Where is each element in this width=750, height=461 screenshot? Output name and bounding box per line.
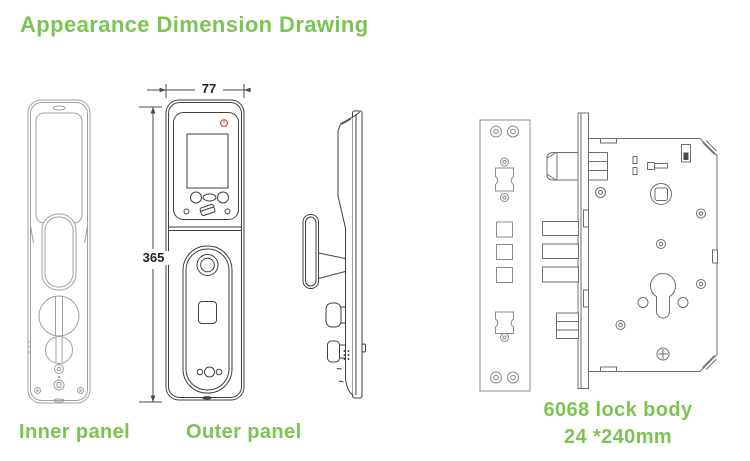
right-edge-notch (713, 250, 718, 263)
doorbell-button (191, 192, 202, 203)
bolt-cutouts (497, 222, 513, 283)
lock-body-model-caption: 6068 lock body (543, 399, 693, 421)
reset-button (55, 365, 64, 374)
switch-component (682, 145, 691, 163)
strike-screw-holes-bottom (491, 372, 519, 383)
deadbolts (543, 222, 579, 283)
top-edge-notch (601, 139, 617, 144)
knob-small (46, 337, 73, 364)
side-handle (303, 215, 346, 289)
mounting-plate (353, 111, 363, 398)
mortise-body (589, 139, 718, 372)
lock-toggle (54, 380, 64, 390)
screw-right (78, 388, 84, 394)
outer-panel-caption: Outer panel (186, 421, 302, 443)
side-view-drawing (295, 100, 379, 406)
card-swipe-icon (200, 204, 216, 216)
side-marks (29, 342, 32, 352)
top-sensor-slot (53, 106, 65, 110)
side-profile (338, 117, 353, 395)
display-module (174, 113, 239, 220)
latch-bolt (547, 153, 608, 181)
page-title: Appearance Dimension Drawing (20, 12, 369, 37)
handle-neck (319, 253, 346, 279)
indicator-dot (57, 375, 61, 379)
handle-grip (303, 215, 319, 289)
side-knob (326, 303, 346, 327)
inner-panel-caption: Inner panel (19, 421, 131, 443)
bottom-slot (54, 399, 64, 402)
handle-face-section (183, 246, 232, 393)
mic-hole-left (184, 209, 189, 214)
camera-lens (197, 255, 218, 276)
right-button (218, 192, 229, 203)
faceplate (578, 113, 589, 389)
bottom-port (202, 396, 212, 400)
side-tab (362, 344, 366, 352)
width-dimension (147, 84, 251, 98)
screen (187, 134, 228, 188)
outer-panel-drawing (135, 76, 257, 408)
inner-panel-drawing (18, 92, 122, 410)
edge-dashes (337, 369, 344, 383)
strike-screw-holes-top (491, 126, 519, 137)
strike-plate (480, 120, 530, 391)
screw-left (35, 388, 41, 394)
side-lower-knob (328, 341, 346, 362)
indicator-leds (197, 367, 222, 377)
speaker-holes (343, 350, 350, 360)
power-icon (221, 119, 228, 127)
euro-cylinder-keyhole (638, 274, 688, 318)
mic-hole-right (225, 209, 230, 214)
height-dimension-label: 365 (138, 251, 169, 265)
phillips-screw (657, 348, 669, 360)
spindle-hub (651, 184, 672, 205)
inner-handle (42, 214, 76, 290)
bottom-bolt (557, 313, 579, 339)
bottom-edge-notch (601, 367, 617, 372)
screw-posts (596, 188, 706, 330)
width-dimension-label: 77 (195, 82, 223, 96)
fingerprint-sensor (199, 302, 217, 324)
center-sensor (203, 194, 216, 201)
height-dimension (139, 107, 162, 402)
latch-cutout-bottom (496, 312, 514, 334)
lock-body-size-caption: 24 *240mm (563, 426, 673, 448)
latch-cutout-top (496, 168, 514, 191)
lock-body-drawing (470, 106, 744, 400)
adjustment-slots (633, 157, 668, 175)
